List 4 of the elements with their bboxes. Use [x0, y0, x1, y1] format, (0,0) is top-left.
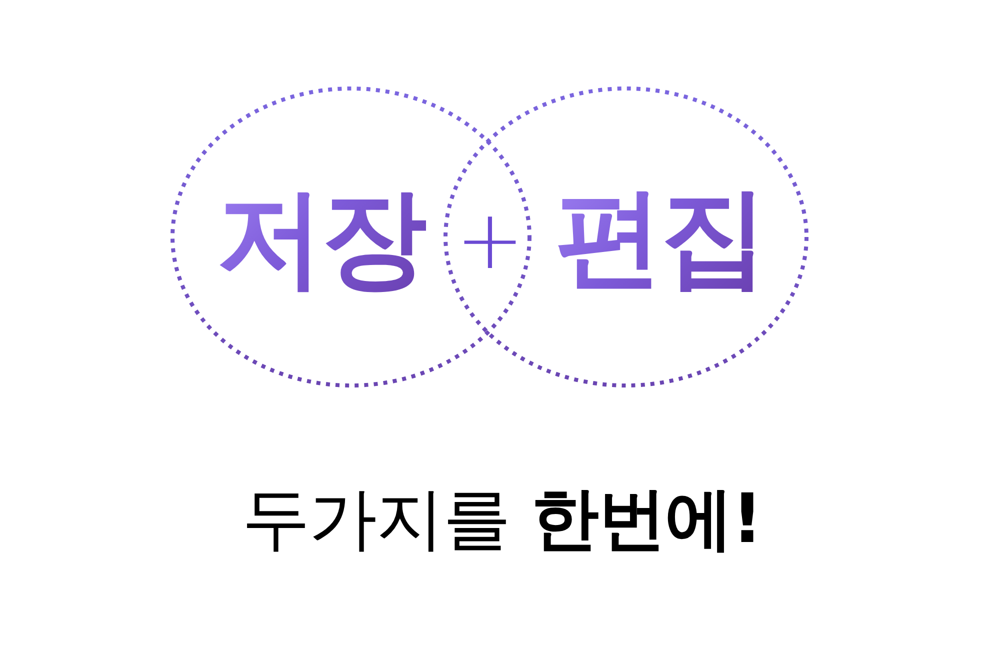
caption-text: 두가지를 한번에! [242, 486, 762, 554]
plus-sign: + [456, 200, 524, 282]
dotted-ellipse [443, 86, 809, 388]
dotted-ellipse [170, 86, 532, 388]
